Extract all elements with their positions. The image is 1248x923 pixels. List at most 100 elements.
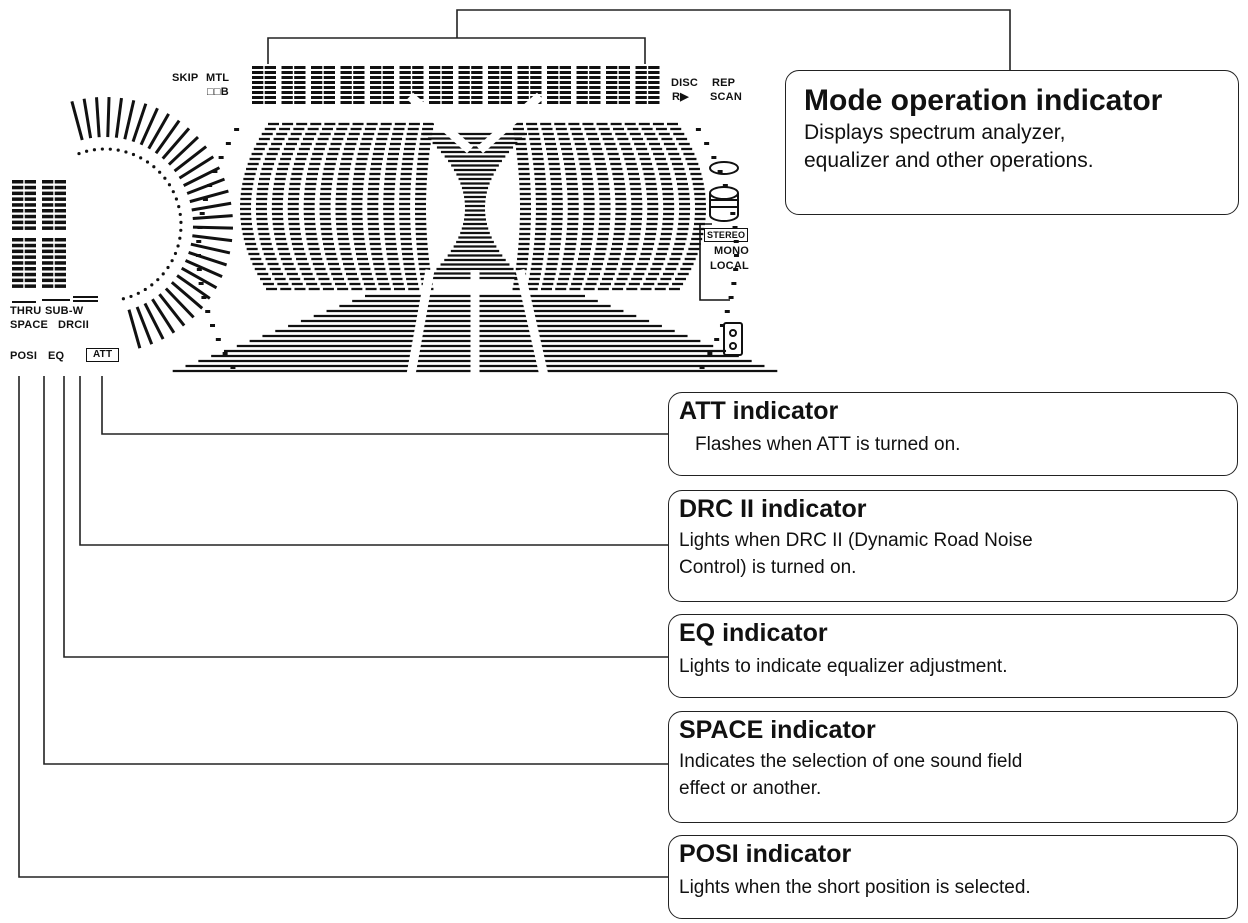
volume-dot bbox=[124, 150, 128, 154]
volume-dot bbox=[116, 148, 120, 152]
edge-tick bbox=[714, 338, 720, 341]
callout-title: SPACE indicator bbox=[679, 716, 876, 744]
volume-segment bbox=[178, 155, 215, 180]
volume-arc-dots bbox=[77, 147, 183, 301]
edge-tick bbox=[724, 310, 730, 313]
volume-segment bbox=[82, 98, 93, 139]
edge-tick bbox=[699, 366, 705, 369]
edge-tick bbox=[707, 352, 713, 355]
skip-label: SKIP bbox=[172, 72, 199, 84]
volume-segment bbox=[106, 97, 111, 138]
volume-dot bbox=[77, 151, 81, 156]
segment-cell bbox=[635, 66, 660, 106]
edge-tick bbox=[207, 184, 213, 187]
mono-label: MONO bbox=[714, 245, 750, 257]
volume-dot bbox=[161, 272, 165, 276]
segment-cell bbox=[370, 66, 394, 106]
posi-label: POSI bbox=[10, 350, 38, 362]
segment-cell bbox=[252, 66, 276, 106]
volume-segment bbox=[70, 100, 84, 141]
edge-tick bbox=[704, 142, 710, 145]
edge-tick bbox=[196, 240, 202, 243]
edge-tick bbox=[230, 366, 236, 369]
volume-dot bbox=[166, 265, 170, 270]
volume-segment bbox=[189, 189, 229, 204]
volume-dot bbox=[170, 259, 174, 263]
volume-segment bbox=[123, 99, 136, 140]
volume-dot bbox=[150, 283, 154, 287]
edge-tick bbox=[218, 156, 224, 159]
mtl-label: MTL bbox=[206, 72, 230, 84]
callout-desc-line: Lights to indicate equalizer adjustment. bbox=[679, 656, 1008, 677]
volume-segment bbox=[164, 287, 195, 319]
volume-dot bbox=[176, 244, 180, 248]
volume-segment bbox=[186, 177, 226, 195]
callout-title: ATT indicator bbox=[679, 397, 839, 425]
edge-tick bbox=[728, 296, 734, 299]
volume-segment bbox=[158, 293, 186, 327]
volume-dot bbox=[131, 152, 136, 157]
volume-segment bbox=[191, 201, 232, 212]
edge-tick bbox=[215, 338, 221, 341]
left-digit-blocks bbox=[12, 180, 66, 290]
volume-segment bbox=[131, 103, 148, 143]
volume-segment bbox=[114, 97, 123, 138]
edge-tick bbox=[196, 268, 202, 271]
volume-segment bbox=[192, 234, 233, 243]
rep-label: REP bbox=[712, 77, 736, 89]
edge-tick bbox=[695, 128, 701, 131]
edge-tick bbox=[733, 268, 739, 271]
edge-tick bbox=[717, 170, 723, 173]
volume-dot bbox=[179, 220, 183, 224]
volume-dot bbox=[152, 165, 156, 169]
posi-indicator-callout: POSI indicator Lights when the short pos… bbox=[668, 835, 1238, 919]
volume-dot bbox=[178, 212, 182, 217]
volume-segment bbox=[184, 259, 223, 279]
volume-segment bbox=[154, 119, 181, 155]
tape-icon bbox=[723, 322, 743, 356]
callout-title: EQ indicator bbox=[679, 619, 828, 647]
volume-dot bbox=[85, 149, 89, 153]
local-label: LOCAL bbox=[710, 260, 749, 272]
stereo-label: STEREO bbox=[704, 228, 749, 242]
segment-cell bbox=[311, 66, 335, 106]
volume-segment bbox=[190, 242, 231, 255]
disc-icon bbox=[709, 161, 739, 222]
edge-tick bbox=[711, 156, 717, 159]
mode-leader-lines bbox=[267, 9, 1011, 70]
edge-tick bbox=[722, 184, 728, 187]
volume-segment bbox=[188, 251, 228, 267]
callout-title: Mode operation indicator bbox=[804, 84, 1163, 117]
volume-segment bbox=[135, 306, 154, 345]
edge-tick bbox=[733, 254, 739, 257]
edge-tick bbox=[196, 254, 202, 257]
spectrum-analyzer-graphic bbox=[172, 92, 778, 381]
volume-segment bbox=[143, 302, 165, 340]
edge-tick bbox=[222, 352, 228, 355]
volume-dot bbox=[139, 156, 143, 160]
digit-block bbox=[42, 180, 66, 232]
tuner-bracket bbox=[699, 223, 730, 301]
rp-label: R▶ bbox=[672, 91, 689, 103]
volume-segment bbox=[147, 113, 170, 150]
callout-desc-line: Flashes when ATT is turned on. bbox=[695, 434, 961, 455]
space-label: SPACE bbox=[10, 319, 49, 331]
segment-cell bbox=[429, 66, 453, 106]
digit-block bbox=[12, 180, 36, 232]
volume-dot bbox=[145, 160, 150, 164]
volume-segment bbox=[151, 298, 176, 334]
edge-tick bbox=[201, 296, 207, 299]
volume-dot bbox=[129, 294, 133, 299]
volume-dot bbox=[178, 236, 182, 240]
digit-block bbox=[12, 238, 36, 290]
drc-ii-indicator-callout: DRC II indicator Lights when DRC II (Dyn… bbox=[668, 490, 1238, 602]
att-indicator-callout: ATT indicator Flashes when ATT is turned… bbox=[668, 392, 1238, 476]
volume-segment bbox=[139, 107, 159, 146]
character-segment-row bbox=[252, 66, 660, 106]
edge-tick bbox=[719, 324, 725, 327]
volume-dot bbox=[173, 251, 178, 256]
edge-tick bbox=[225, 142, 231, 145]
eq-label: EQ bbox=[48, 350, 65, 362]
volume-dot bbox=[156, 278, 160, 282]
